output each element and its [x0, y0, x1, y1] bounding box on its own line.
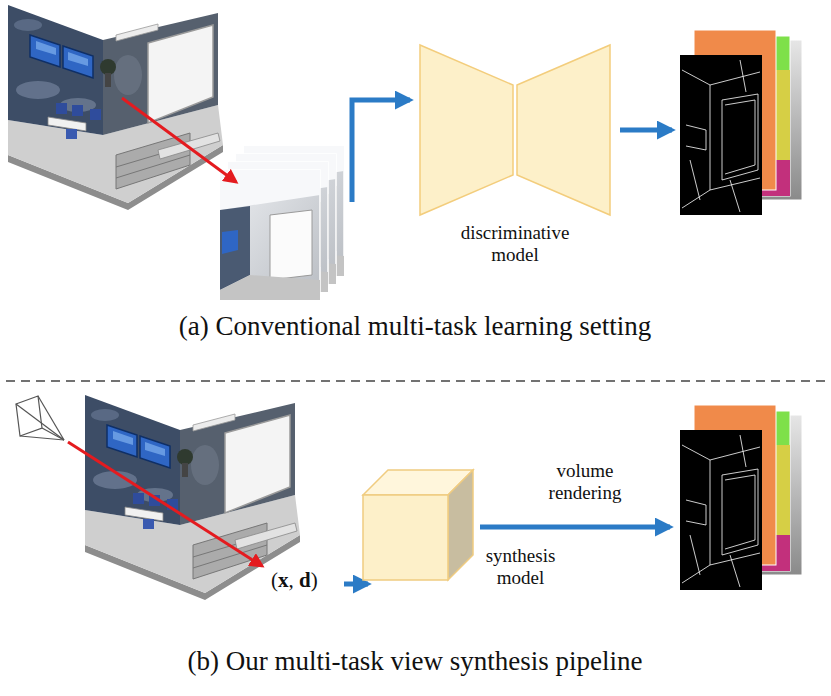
model-label: synthesis model	[478, 545, 563, 589]
model-label: discriminative model	[455, 222, 575, 266]
ray-input: (x, d)	[271, 568, 343, 592]
output-maps	[680, 405, 802, 590]
synthesis-cube: synthesis model	[358, 465, 568, 595]
panel-caption: (b) Our multi-task view synthesis pipeli…	[15, 646, 815, 677]
output-maps	[680, 30, 802, 215]
panel-caption: (a) Conventional multi-task learning set…	[15, 311, 815, 342]
network-block	[517, 45, 610, 215]
room-illustration	[8, 5, 223, 210]
step-label: volume rendering	[538, 460, 632, 504]
camera-icon	[16, 396, 64, 440]
line-part	[38, 396, 64, 440]
flow-arrow	[344, 582, 368, 587]
flow-arrow	[352, 100, 410, 202]
cube-face	[363, 495, 448, 580]
flow-arrow	[620, 128, 672, 133]
polygon-part	[16, 396, 42, 436]
camera-ray	[122, 98, 236, 182]
node-outline	[415, 40, 615, 220]
divider-line	[6, 380, 825, 382]
camera-ray	[68, 442, 262, 566]
image-frame	[220, 170, 320, 300]
flow-arrow	[480, 525, 670, 530]
room-illustration	[85, 395, 300, 600]
cube-face	[448, 470, 473, 580]
line-part	[20, 436, 64, 440]
line-part	[16, 404, 64, 440]
encoder-decoder: discriminative model	[415, 40, 615, 272]
network-block	[420, 45, 513, 215]
